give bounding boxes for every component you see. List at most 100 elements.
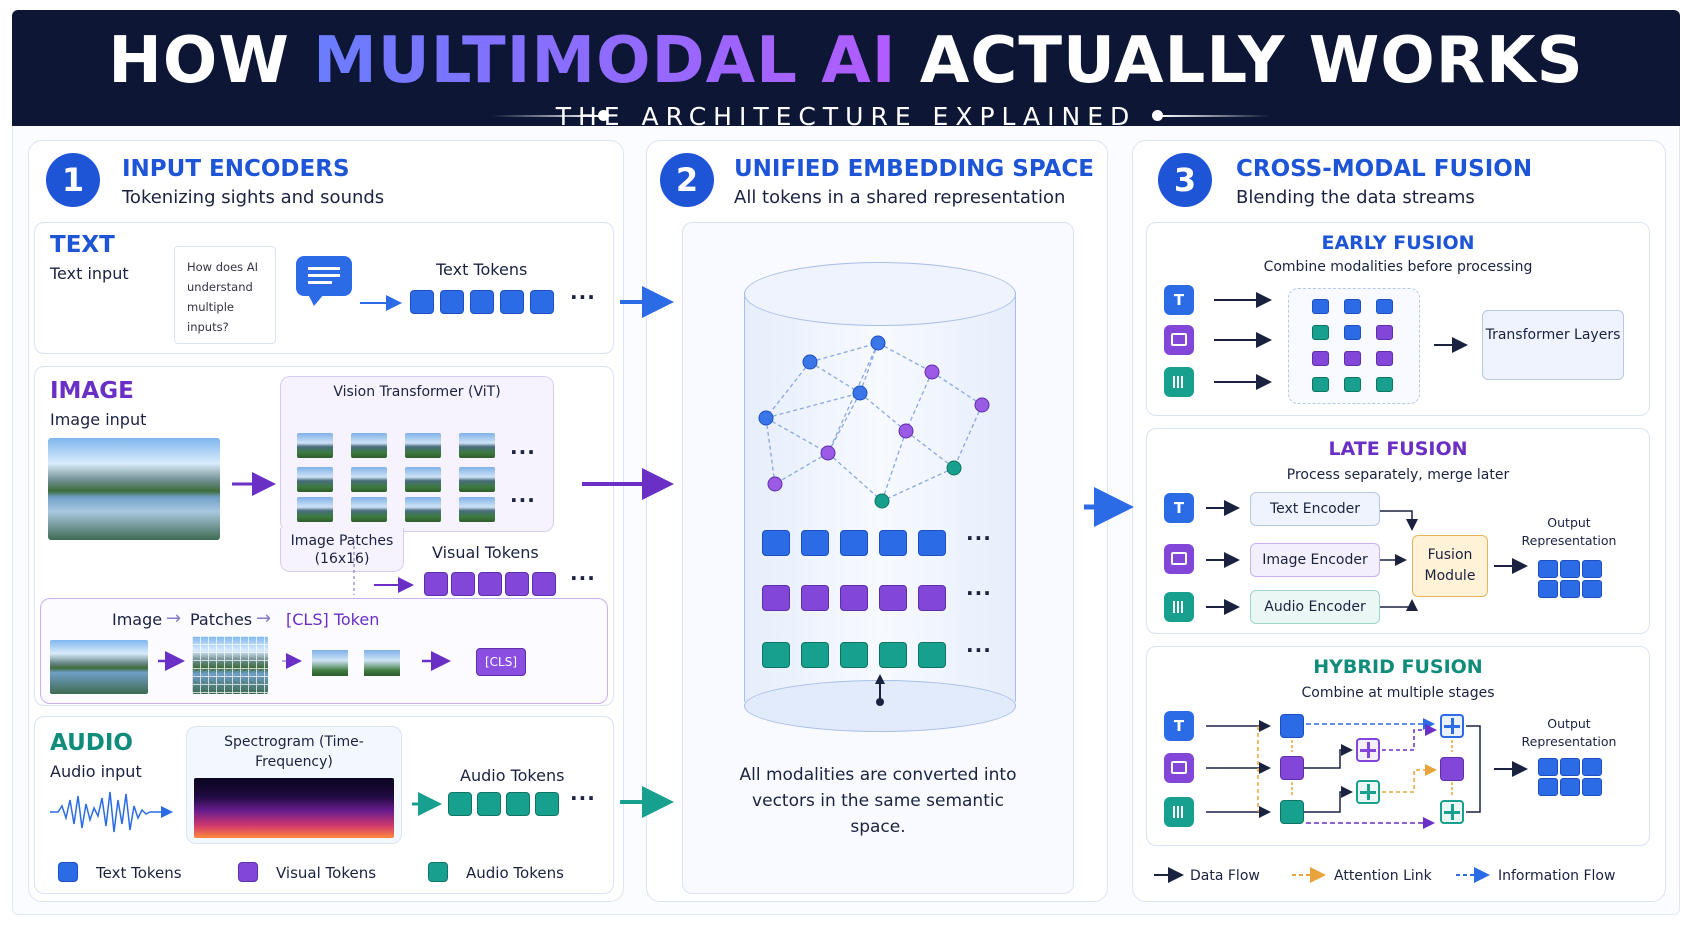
text-token [470, 290, 494, 314]
pipeline-landscape-image [50, 640, 148, 694]
text-sample-card: How does AI understand multiple inputs? [174, 246, 276, 344]
image-heading: IMAGE [50, 378, 134, 404]
chat-bubble-icon [296, 256, 352, 306]
audio-tokens-label: Audio Tokens [460, 766, 565, 785]
spectrogram-title: Spectrogram (Time-Frequency) [224, 734, 364, 770]
visual-tokens-ellipsis: ··· [570, 566, 596, 590]
grid-token [1344, 325, 1361, 340]
subtitle-line-left [492, 115, 600, 117]
embedding-caption: All modalities are converted into vector… [739, 765, 1017, 837]
embedding-audio-token [801, 642, 829, 668]
section-1-subtitle: Tokenizing sights and sounds [122, 187, 385, 208]
text-heading: TEXT [50, 232, 115, 258]
audio-token [477, 792, 501, 816]
grid-token [1312, 299, 1329, 314]
late-fusion-box [1146, 428, 1650, 634]
late-output-token [1538, 560, 1558, 578]
hybrid-merge-node [1440, 757, 1464, 781]
embedding-ellipsis: ··· [966, 581, 992, 605]
audio-token [448, 792, 472, 816]
embedding-audio-token [918, 642, 946, 668]
embedding-audio-token [840, 642, 868, 668]
image-patch [405, 497, 441, 522]
grid-token [1312, 325, 1329, 340]
text-token [500, 290, 524, 314]
embedding-audio-token [762, 642, 790, 668]
header-banner: HOW MULTIMODAL AI ACTUALLY WORKS THE ARC… [12, 10, 1680, 131]
cylinder-top [744, 262, 1016, 326]
hybrid-output-token [1538, 758, 1558, 776]
section-2-title: UNIFIED EMBEDDING SPACE [734, 156, 1094, 182]
image-patches-label: Image Patches (16x16) [290, 533, 394, 567]
text-token [530, 290, 554, 314]
visual-token [505, 572, 529, 596]
embedding-visual-token [879, 585, 907, 611]
late-output-token [1560, 560, 1580, 578]
subtitle-dot-left [598, 110, 609, 121]
visual-token [451, 572, 475, 596]
section-1-title: INPUT ENCODERS [122, 156, 350, 182]
audio-tokens-ellipsis: ··· [570, 786, 596, 810]
section-2-number: 2 [660, 153, 714, 207]
pipeline-step-cls: [CLS] Token [286, 610, 380, 629]
legend-audio-swatch [428, 862, 448, 882]
fusion-module-node: Fusion Module [1412, 535, 1488, 597]
late-output-token [1582, 560, 1602, 578]
subtitle-line-right [1162, 115, 1270, 117]
grid-token [1344, 377, 1361, 392]
embedding-ellipsis: ··· [966, 638, 992, 662]
image-encoder-node: Image Encoder [1250, 543, 1380, 577]
patches-caption-box [280, 528, 404, 572]
late-fusion-subtitle: Process separately, merge later [1286, 467, 1510, 483]
embedding-visual-token [918, 585, 946, 611]
pipeline-step-image: Image [112, 610, 163, 629]
visual-tokens-label: Visual Tokens [432, 543, 539, 562]
audio-input-label: Audio input [50, 762, 142, 781]
image-patch [297, 433, 333, 458]
early-fusion-title: EARLY FUSION [1321, 232, 1475, 254]
text-sample: How does AI understand multiple inputs? [187, 260, 259, 334]
vit-title: Vision Transformer (ViT) [333, 384, 501, 400]
legend-data-flow: Data Flow [1190, 868, 1260, 884]
embedding-text-token [840, 530, 868, 556]
grid-token [1376, 325, 1393, 340]
audio-token [506, 792, 530, 816]
embedding-text-token [918, 530, 946, 556]
grid-token [1312, 377, 1329, 392]
hybrid-output-token [1560, 758, 1580, 776]
text-input-label: Text input [50, 264, 129, 283]
text-tokens-label: Text Tokens [436, 260, 528, 279]
embedding-audio-token [879, 642, 907, 668]
embedding-ellipsis: ··· [966, 526, 992, 550]
grid-token [1376, 351, 1393, 366]
waveform-icon [1164, 367, 1194, 397]
pipeline-step-patches: Patches [190, 610, 253, 629]
section-2-subtitle: All tokens in a shared representation [734, 187, 1066, 208]
legend-audio-tokens: Audio Tokens [466, 864, 564, 882]
patch-ellipsis: ··· [510, 440, 536, 464]
grid-token [1344, 299, 1361, 314]
hybrid-output-token [1560, 778, 1580, 796]
hybrid-cross-node [1356, 738, 1380, 762]
hybrid-cross-node [1356, 780, 1380, 804]
image-patch [405, 433, 441, 458]
section-1-number: 1 [46, 153, 100, 207]
legend-visual-swatch [238, 862, 258, 882]
hybrid-output-label: Output Representation [1521, 716, 1617, 749]
hybrid-merge-node [1440, 714, 1464, 738]
audio-encoder-node: Audio Encoder [1250, 590, 1380, 624]
legend-text-tokens: Text Tokens [96, 864, 182, 882]
pipeline-grid-image [192, 636, 268, 694]
image-patch [351, 497, 387, 522]
image-icon [1164, 544, 1194, 574]
legend-visual-tokens: Visual Tokens [276, 864, 377, 882]
embedding-visual-token [801, 585, 829, 611]
embedding-text-token [762, 530, 790, 556]
grid-token [1312, 351, 1329, 366]
text-modality-icon: T [1164, 493, 1194, 523]
hybrid-node-audio [1280, 800, 1304, 824]
pipeline-arrow: → [166, 608, 182, 629]
image-patch [351, 467, 387, 492]
